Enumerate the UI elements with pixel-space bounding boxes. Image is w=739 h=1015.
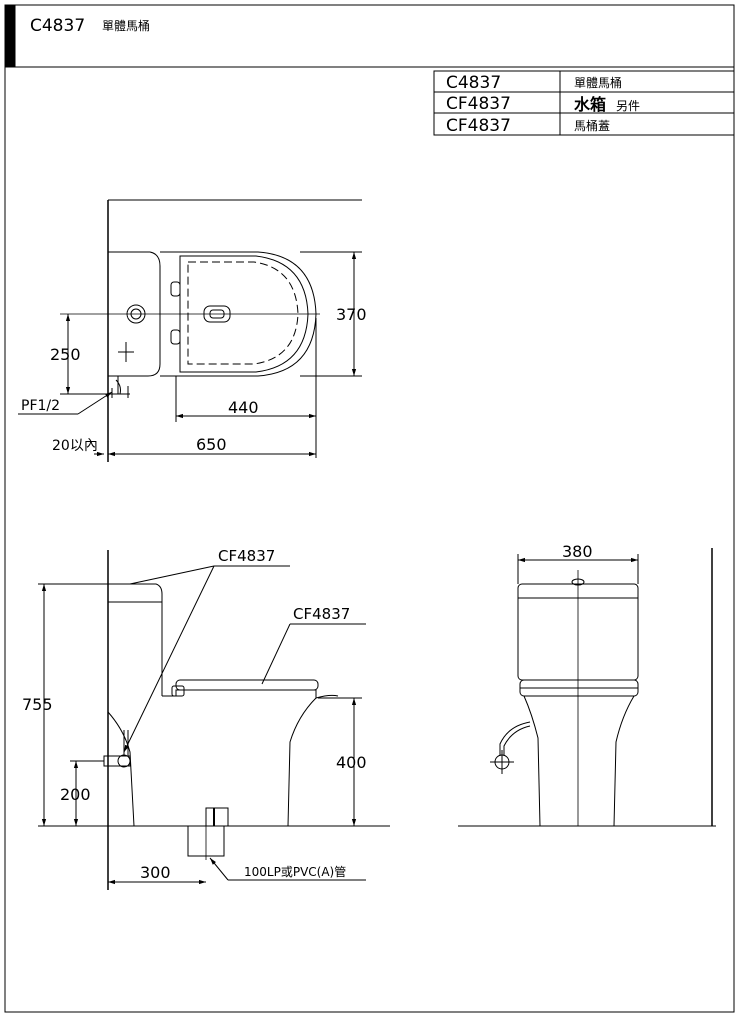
dim-300: 300	[140, 863, 171, 882]
part-note-2: 另件	[616, 99, 640, 113]
dim-200: 200	[60, 785, 91, 804]
part-name-2: 水箱	[574, 95, 606, 114]
callout-seat: CF4837	[293, 605, 350, 623]
label-pf: PF1/2	[21, 398, 60, 414]
header-title-cn: 單體馬桶	[102, 18, 150, 33]
dim-370: 370	[336, 305, 367, 324]
dim-250: 250	[50, 345, 81, 364]
front-view: 380	[458, 542, 716, 827]
part-code-1: C4837	[446, 73, 501, 93]
dim-400: 400	[336, 753, 367, 772]
side-view: 755 200 400 300 CF4837 CF4837 100LP或PVC(…	[22, 547, 390, 890]
header-bar	[4, 4, 16, 68]
part-name-3: 馬桶蓋	[574, 118, 610, 133]
page-border	[4, 4, 735, 1013]
dim-440: 440	[228, 398, 259, 417]
part-code-2: CF4837	[446, 94, 511, 114]
part-code-3: CF4837	[446, 116, 511, 136]
dim-380: 380	[562, 542, 593, 561]
top-view: 370 250 440 650 PF1/2 20以內	[18, 199, 367, 462]
part-name-1: 單體馬桶	[574, 75, 622, 90]
callout-tank: CF4837	[218, 547, 275, 565]
label-20: 20以內	[52, 438, 98, 454]
parts-table: C4837 單體馬桶 CF4837 水箱 另件 CF4837 馬桶蓋	[433, 70, 735, 136]
header-title: C4837	[30, 16, 85, 36]
drain-label: 100LP或PVC(A)管	[244, 864, 346, 879]
dim-755: 755	[22, 695, 53, 714]
dim-650: 650	[196, 435, 227, 454]
